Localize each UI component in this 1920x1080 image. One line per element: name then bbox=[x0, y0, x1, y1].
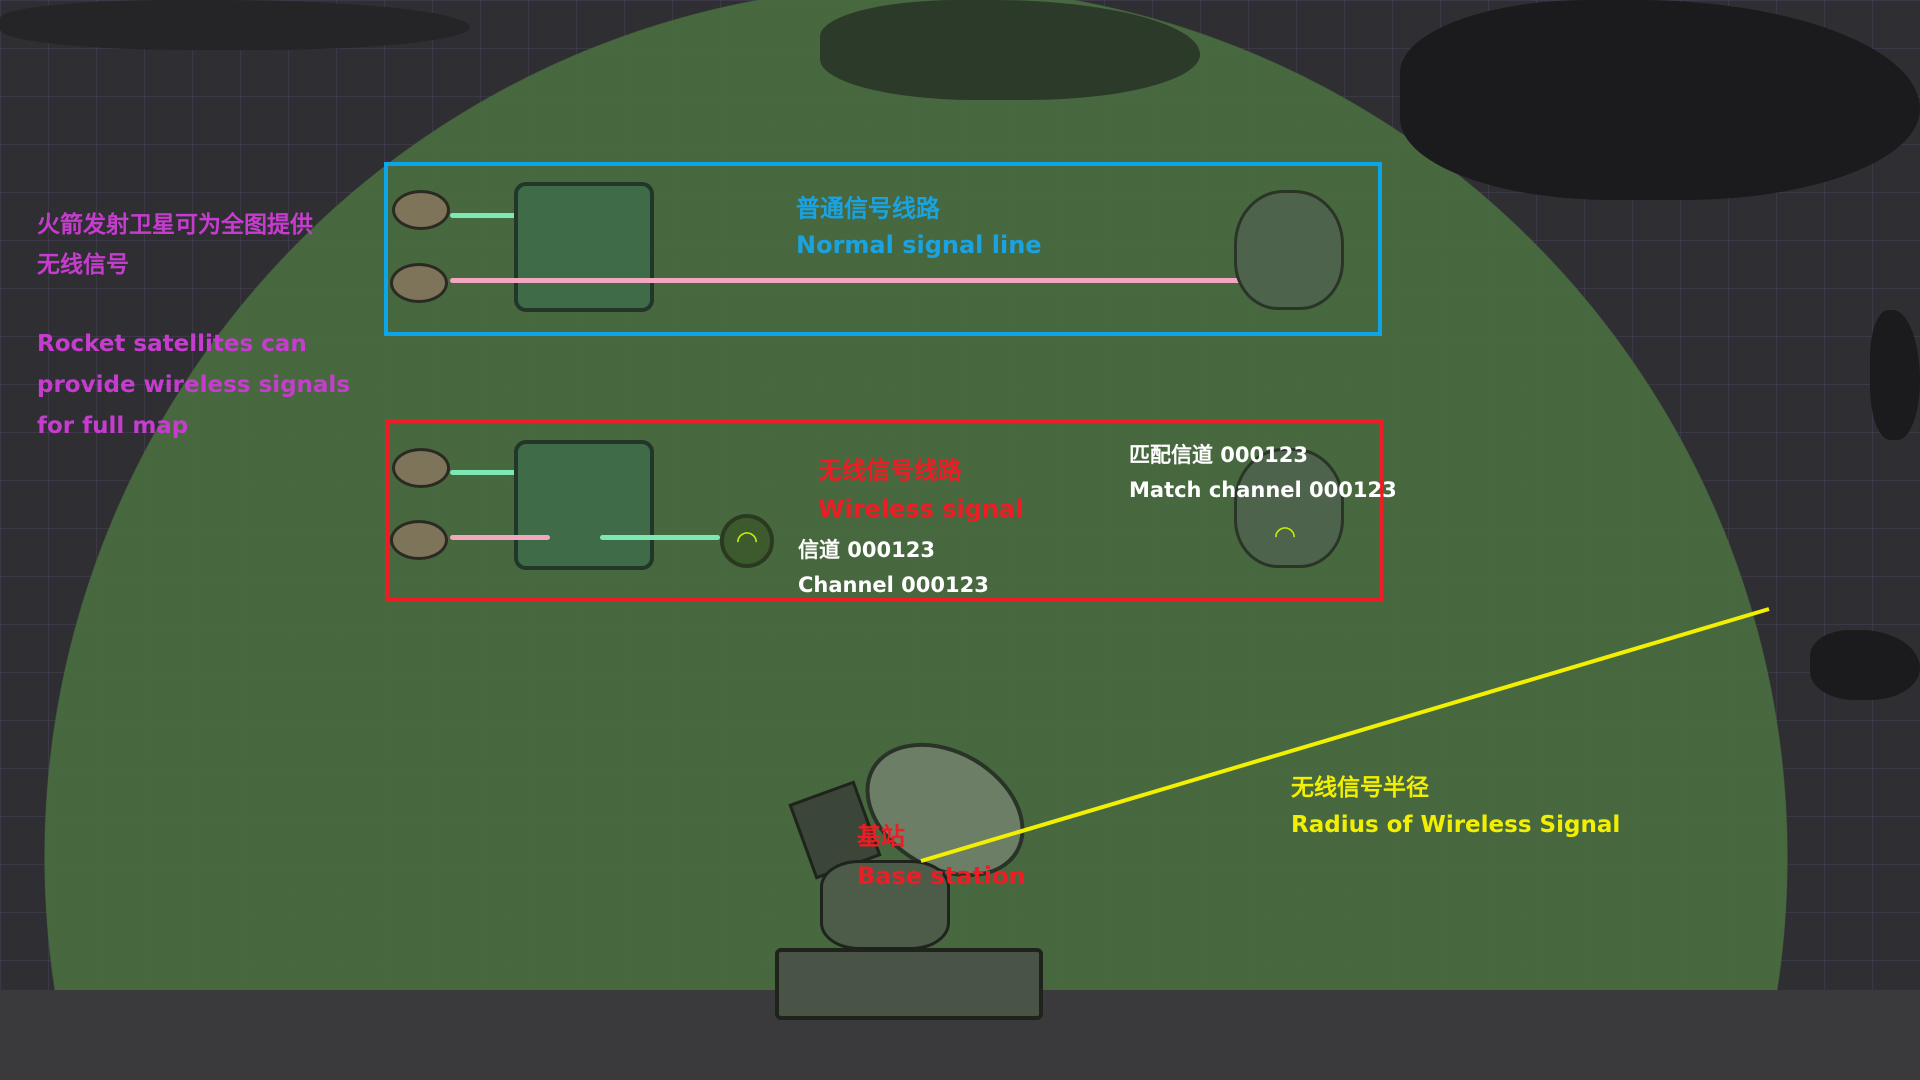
channel-zh: 信道 000123 bbox=[798, 538, 935, 562]
base-station-zh: 基站 bbox=[857, 822, 905, 851]
wireless-receiver-device[interactable]: ◠ bbox=[1234, 448, 1344, 568]
radius-label-en: Radius of Wireless Signal bbox=[1291, 812, 1621, 838]
sensor-icon bbox=[390, 520, 448, 560]
note-en-1: Rocket satellites can bbox=[37, 331, 307, 357]
note-en-3: for full map bbox=[37, 413, 189, 439]
wireless-title-zh: 无线信号线路 bbox=[818, 456, 962, 485]
sensor-icon bbox=[390, 263, 448, 303]
radius-label-zh: 无线信号半径 bbox=[1291, 775, 1429, 801]
base-station-platform bbox=[775, 948, 1043, 1020]
rock-right bbox=[1870, 310, 1920, 440]
normal-title-en: Normal signal line bbox=[796, 231, 1042, 259]
rock-right-lower bbox=[1810, 630, 1920, 700]
pink-wire bbox=[450, 278, 1262, 283]
rock-top-left bbox=[0, 0, 470, 50]
note-zh-1: 火箭发射卫星可为全图提供 bbox=[37, 212, 313, 238]
match-channel-en: Match channel 000123 bbox=[1129, 478, 1397, 502]
normal-title-zh: 普通信号线路 bbox=[796, 194, 940, 223]
wireless-title-en: Wireless signal bbox=[818, 495, 1024, 523]
receiver-device[interactable] bbox=[1234, 190, 1344, 310]
sensor-icon bbox=[392, 448, 450, 488]
green-wire bbox=[600, 535, 720, 540]
wifi-icon: ◠ bbox=[1275, 521, 1295, 551]
logic-gate[interactable] bbox=[514, 182, 654, 312]
green-wire bbox=[450, 213, 550, 218]
base-station-body bbox=[820, 860, 950, 950]
wifi-transmitter-icon[interactable]: ◠ bbox=[720, 514, 774, 568]
wireless-signal-panel bbox=[385, 419, 1383, 602]
rock-top bbox=[820, 0, 1200, 100]
normal-signal-panel bbox=[384, 162, 1382, 336]
base-station-en: Base station bbox=[857, 862, 1026, 890]
match-channel-zh: 匹配信道 000123 bbox=[1129, 443, 1308, 467]
note-en-2: provide wireless signals bbox=[37, 372, 351, 398]
green-wire bbox=[450, 470, 550, 475]
logic-gate[interactable] bbox=[514, 440, 654, 570]
sensor-icon bbox=[392, 190, 450, 230]
radius-line-stroke bbox=[920, 607, 1770, 863]
channel-en: Channel 000123 bbox=[798, 573, 989, 597]
pink-wire bbox=[450, 535, 550, 540]
note-zh-2: 无线信号 bbox=[37, 252, 129, 278]
rock-top-right bbox=[1400, 0, 1920, 200]
